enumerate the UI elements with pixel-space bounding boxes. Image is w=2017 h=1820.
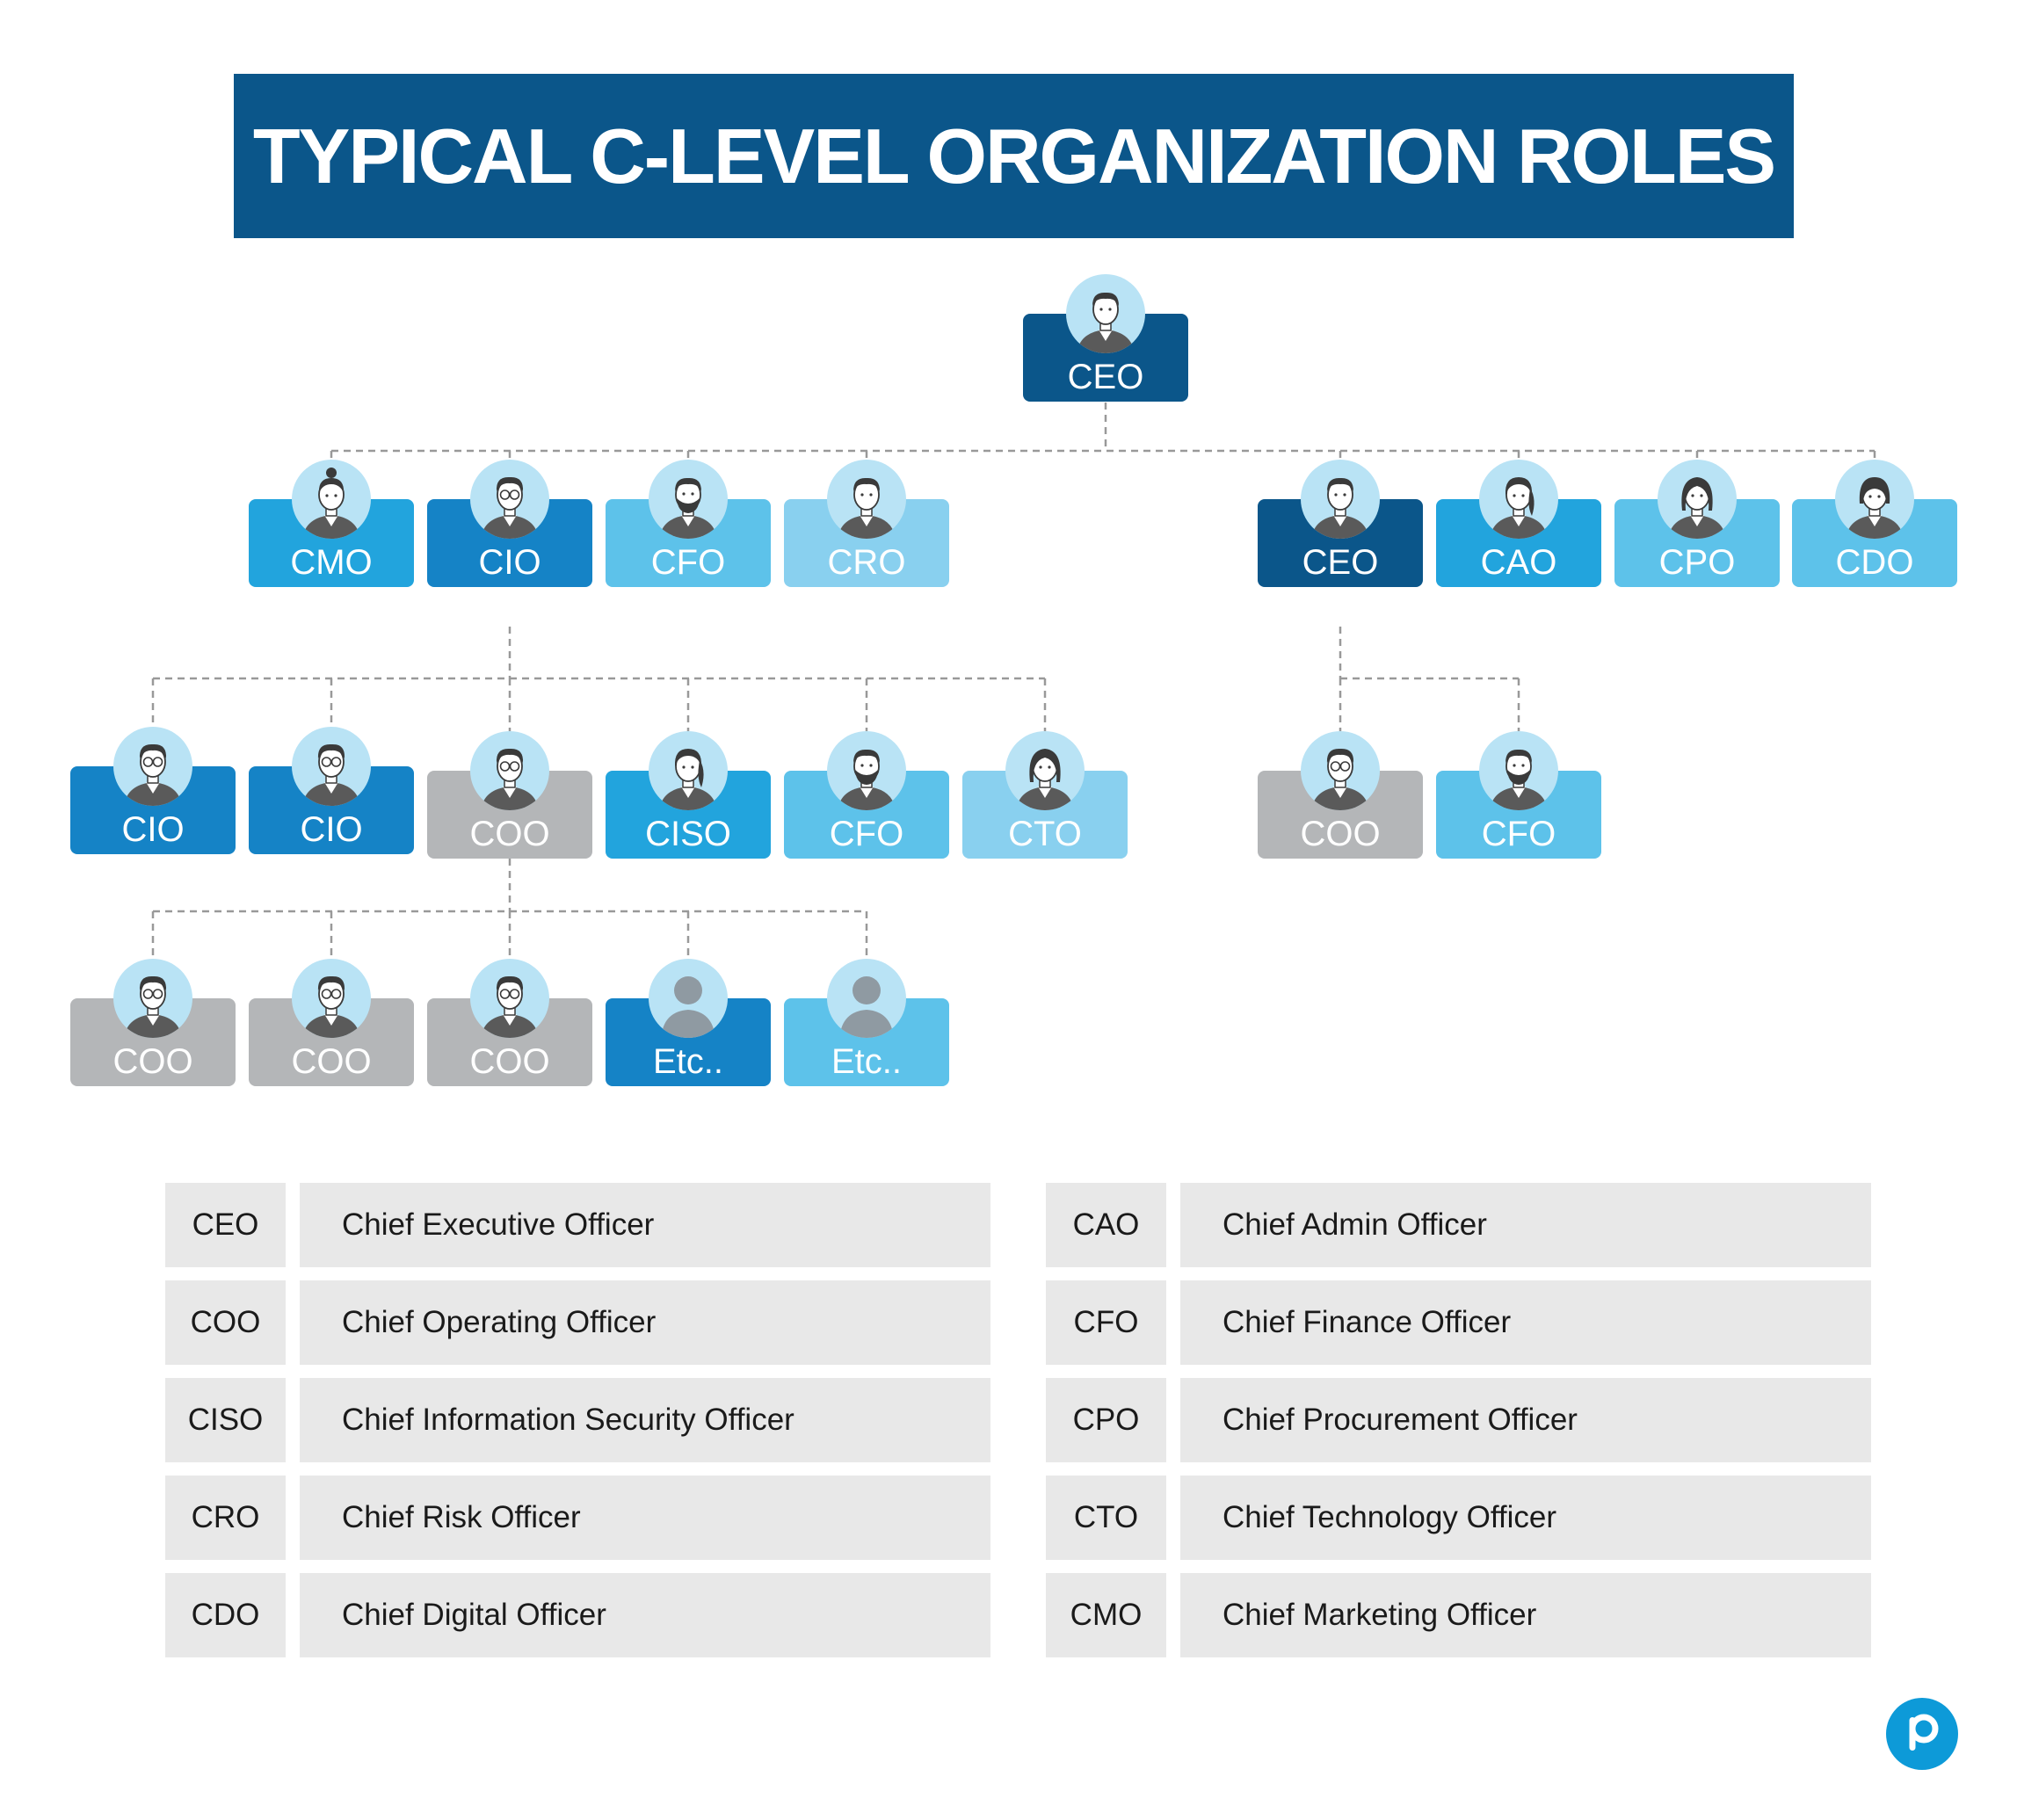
connector-l1-drops [330, 451, 1876, 499]
man-glasses-icon [1301, 731, 1380, 810]
org-node-l1-cro: CRO [784, 499, 949, 587]
legend-full-title: Chief Admin Officer [1180, 1183, 1871, 1267]
woman-icon [1005, 731, 1085, 810]
org-node-label: Etc.. [831, 1042, 903, 1081]
legend-full-title: Chief Risk Officer [300, 1476, 990, 1560]
p-logo-icon [1886, 1698, 1958, 1770]
org-node-label: CIO [478, 543, 541, 582]
legend-full-title: Chief Executive Officer [300, 1183, 990, 1267]
woman-ponytail-icon [1479, 460, 1558, 539]
legend-abbreviation: CTO [1046, 1476, 1166, 1560]
man-glasses-icon [292, 727, 371, 806]
legend-abbreviation: CDO [165, 1573, 286, 1657]
legend-abbreviation: CMO [1046, 1573, 1166, 1657]
org-node-label: CFO [1481, 815, 1556, 853]
legend-full-title: Chief Finance Officer [1180, 1280, 1871, 1365]
org-node-label: CIO [121, 810, 185, 849]
man-icon [1066, 274, 1145, 353]
man-icon [1301, 460, 1380, 539]
man-glasses-icon [113, 727, 192, 806]
org-node-label: Etc.. [652, 1042, 724, 1081]
man-beard-icon [827, 731, 906, 810]
org-node-label: CMO [290, 543, 373, 582]
org-node-label: CTO [1008, 815, 1082, 853]
legend-full-title: Chief Marketing Officer [1180, 1573, 1871, 1657]
man-glasses-icon [470, 959, 549, 1038]
man-beard-icon [1479, 731, 1558, 810]
legend-full-title: Chief Digital Officer [300, 1573, 990, 1657]
woman-bun-icon [292, 460, 371, 539]
man-glasses-icon [292, 959, 371, 1038]
org-node-label: CISO [645, 815, 731, 853]
title-bar: TYPICAL C-LEVEL ORGANIZATION ROLES [234, 74, 1794, 238]
org-node-l2-cto: CTO [962, 771, 1128, 859]
org-node-label: CEO [1067, 358, 1144, 396]
legend-full-title: Chief Technology Officer [1180, 1476, 1871, 1560]
org-node-label: CFO [829, 815, 904, 853]
man-glasses-icon [113, 959, 192, 1038]
man-glasses-icon [470, 460, 549, 539]
woman-bob-icon [1835, 460, 1914, 539]
page-title: TYPICAL C-LEVEL ORGANIZATION ROLES [252, 112, 1776, 199]
legend-abbreviation: CRO [165, 1476, 286, 1560]
legend-abbreviation: COO [165, 1280, 286, 1365]
org-node-l1-cao: CAO [1436, 499, 1601, 587]
org-node-label: CIO [300, 810, 363, 849]
connector-l3-drops [151, 911, 868, 960]
org-node-label: COO [1300, 815, 1381, 853]
org-node-label: COO [469, 815, 550, 853]
legend-abbreviation: CFO [1046, 1280, 1166, 1365]
org-node-l1-cpo: CPO [1614, 499, 1780, 587]
org-node-label: COO [112, 1042, 193, 1081]
man-beard-icon [649, 460, 728, 539]
connector-l2-drops [151, 678, 1047, 731]
legend-abbreviation: CPO [1046, 1378, 1166, 1462]
legend-full-title: Chief Operating Officer [300, 1280, 990, 1365]
legend-abbreviation: CEO [165, 1183, 286, 1267]
man-icon [827, 460, 906, 539]
legend-full-title: Chief Procurement Officer [1180, 1378, 1871, 1462]
org-node-label: CDO [1835, 543, 1914, 582]
legend-full-title: Chief Information Security Officer [300, 1378, 990, 1462]
org-node-label: CFO [650, 543, 726, 582]
org-node-label: CAO [1480, 543, 1557, 582]
generic-person-icon [649, 959, 728, 1038]
org-node-label: CEO [1302, 543, 1379, 582]
generic-person-icon [827, 959, 906, 1038]
org-node-label: CRO [827, 543, 906, 582]
connector-l2-right-drops [1339, 678, 1520, 731]
org-node-label: COO [469, 1042, 550, 1081]
woman-ponytail-icon [649, 731, 728, 810]
org-node-label: CPO [1658, 543, 1736, 582]
legend-abbreviation: CAO [1046, 1183, 1166, 1267]
org-node-label: COO [291, 1042, 372, 1081]
legend-abbreviation: CISO [165, 1378, 286, 1462]
woman-icon [1658, 460, 1737, 539]
man-glasses-icon [470, 731, 549, 810]
